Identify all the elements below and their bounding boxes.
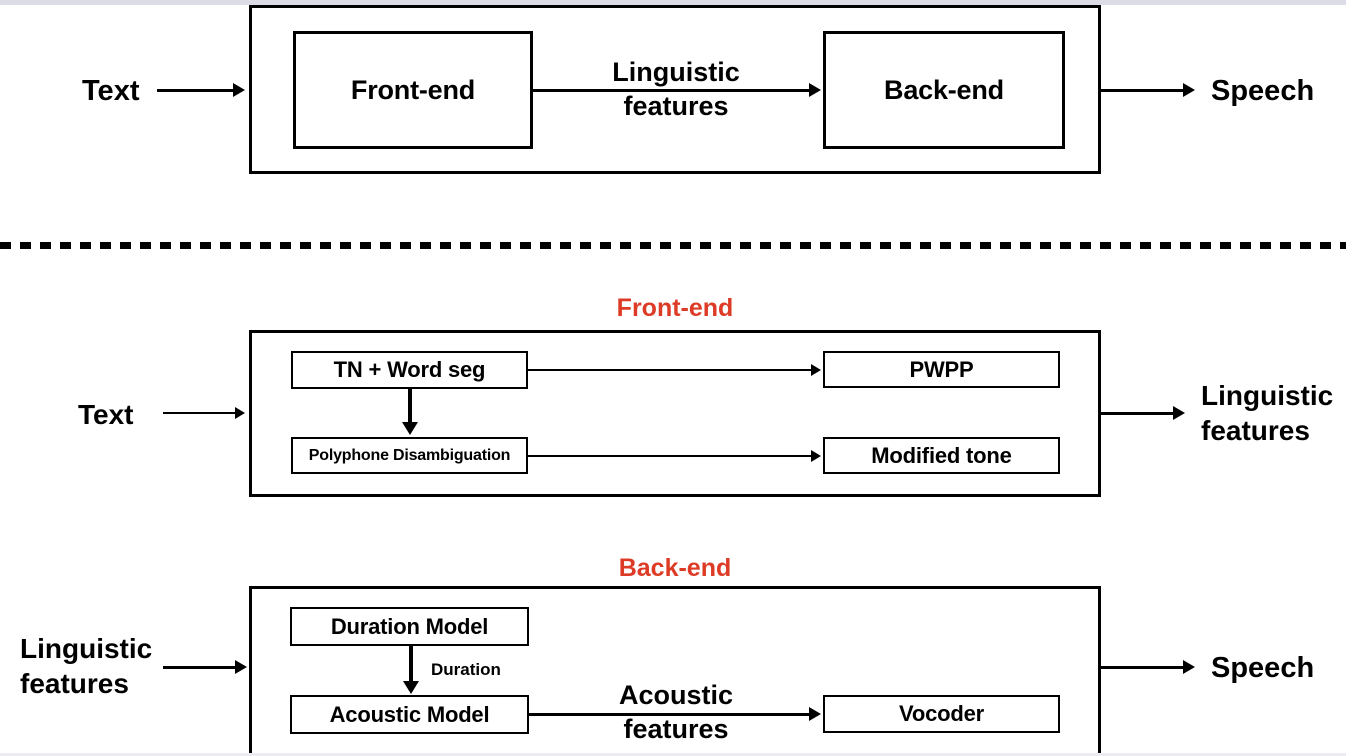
frontend-block-tn-word-seg[interactable]: TN + Word seg: [291, 351, 528, 389]
frontend-output-arrowhead: [1173, 406, 1185, 420]
overview-input-arrow-line: [157, 89, 233, 92]
backend-input-label-line1: Linguistic: [20, 633, 153, 664]
frontend-input-label: Text: [78, 399, 134, 430]
overview-input-label: Text: [82, 75, 140, 107]
overview-output-arrow-line: [1101, 89, 1183, 92]
backend-acoustic-edge-label-line2: features: [623, 714, 729, 744]
top-edge-strip: [0, 0, 1346, 5]
backend-output-arrow-line: [1101, 666, 1183, 669]
backend-duration-edge-label: Duration: [431, 660, 501, 679]
frontend-input-arrow-line: [163, 412, 235, 414]
frontend-section-title: Front-end: [616, 294, 734, 322]
bottom-edge-strip: [0, 753, 1346, 756]
backend-block-duration-model[interactable]: Duration Model: [290, 607, 529, 646]
frontend-tn-to-polyphone-line: [408, 389, 412, 423]
overview-edge-label-line2: features: [623, 91, 729, 121]
frontend-tn-to-pwpp-arrowhead: [811, 364, 821, 376]
overview-block-back-end[interactable]: Back-end: [823, 31, 1065, 149]
backend-output-arrowhead: [1183, 660, 1195, 674]
overview-output-label: Speech: [1211, 75, 1315, 107]
backend-block-vocoder[interactable]: Vocoder: [823, 695, 1060, 733]
frontend-output-arrow-line: [1101, 412, 1173, 415]
backend-block-acoustic-model[interactable]: Acoustic Model: [290, 695, 529, 734]
overview-linguistic-arrow-line: [533, 89, 811, 92]
frontend-tn-to-pwpp-line: [528, 369, 811, 371]
backend-acoustic-arrow-line: [529, 713, 811, 716]
frontend-polyphone-to-tone-arrowhead: [811, 450, 821, 462]
backend-acoustic-edge-label-line1: Acoustic: [618, 680, 734, 710]
backend-input-label-line2: features: [20, 668, 129, 699]
section-divider-dashed: [0, 242, 1346, 249]
overview-output-arrowhead: [1183, 83, 1195, 97]
backend-output-label: Speech: [1211, 652, 1315, 684]
backend-duration-edge-line: [409, 646, 413, 682]
backend-section-title: Back-end: [618, 554, 732, 582]
frontend-output-label-line2: features: [1201, 415, 1310, 446]
frontend-block-polyphone-disambiguation[interactable]: Polyphone Disambiguation: [291, 437, 528, 474]
overview-input-arrowhead: [233, 83, 245, 97]
frontend-block-modified-tone[interactable]: Modified tone: [823, 437, 1060, 474]
backend-input-arrow-line: [163, 666, 235, 669]
overview-linguistic-arrowhead: [809, 83, 821, 97]
overview-block-front-end[interactable]: Front-end: [293, 31, 533, 149]
backend-input-arrowhead: [235, 660, 247, 674]
frontend-output-label-line1: Linguistic: [1201, 380, 1334, 411]
frontend-input-arrowhead: [235, 407, 245, 419]
backend-duration-edge-arrowhead: [403, 681, 419, 694]
backend-acoustic-arrowhead: [809, 707, 821, 721]
frontend-tn-to-polyphone-arrowhead: [402, 422, 418, 435]
frontend-block-pwpp[interactable]: PWPP: [823, 351, 1060, 388]
overview-edge-label-line1: Linguistic: [612, 57, 740, 87]
frontend-polyphone-to-tone-line: [528, 455, 811, 457]
